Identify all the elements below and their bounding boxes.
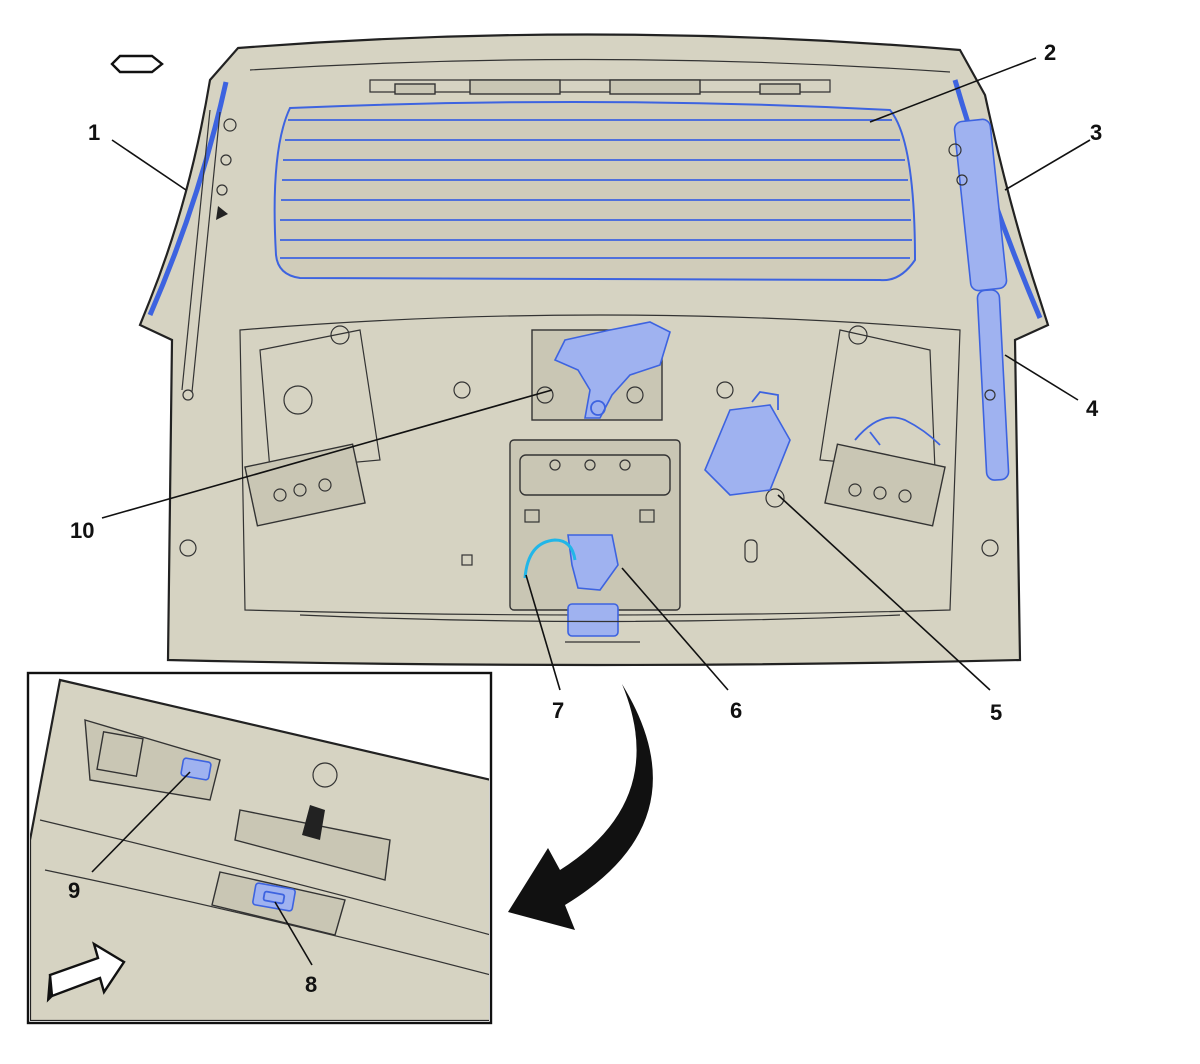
- leader-8: [274, 901, 313, 966]
- liftgate-release-switch: [252, 882, 296, 912]
- detail-arrow-icon: [508, 684, 653, 930]
- callout-4: 4: [1086, 396, 1099, 421]
- rear-window-defogger-grid: [280, 119, 912, 259]
- leader-7: [525, 574, 561, 691]
- view-direction-arrow-icon: [110, 54, 164, 74]
- callout-6: 6: [730, 698, 742, 723]
- inset-detail-box: [26, 671, 493, 1025]
- leader-2: [869, 57, 1037, 123]
- rear-wiper-motor: [553, 321, 671, 419]
- leader-lines: [91, 57, 1091, 966]
- leader-1: [111, 139, 187, 191]
- callout-1: 1: [88, 120, 100, 145]
- callout-2: 2: [1044, 40, 1056, 65]
- leader-6: [621, 567, 729, 691]
- liftgate-release-cable: [523, 538, 577, 579]
- callout-9: 9: [68, 878, 80, 903]
- liftgate-control-module: [704, 404, 791, 496]
- liftgate-inner-panel: [138, 33, 1050, 667]
- inset-view-arrow-icon: [46, 941, 126, 1003]
- leader-10: [101, 389, 553, 519]
- callout-3: 3: [1090, 120, 1102, 145]
- leader-4: [1004, 354, 1079, 401]
- callout-8: 8: [305, 972, 317, 997]
- callout-7: 7: [552, 698, 564, 723]
- callout-labels: 1 2 3 4 5 6 7 8 9 10: [68, 40, 1102, 997]
- leader-9: [91, 771, 191, 873]
- callout-5: 5: [990, 700, 1002, 725]
- liftgate-latch: [567, 603, 619, 637]
- liftgate-latch-actuator: [567, 534, 619, 591]
- leader-3: [1004, 139, 1091, 191]
- callout-10: 10: [70, 518, 94, 543]
- leader-5: [777, 494, 991, 691]
- rear-window-glass: [273, 100, 917, 282]
- left-weatherstrip: [147, 81, 229, 316]
